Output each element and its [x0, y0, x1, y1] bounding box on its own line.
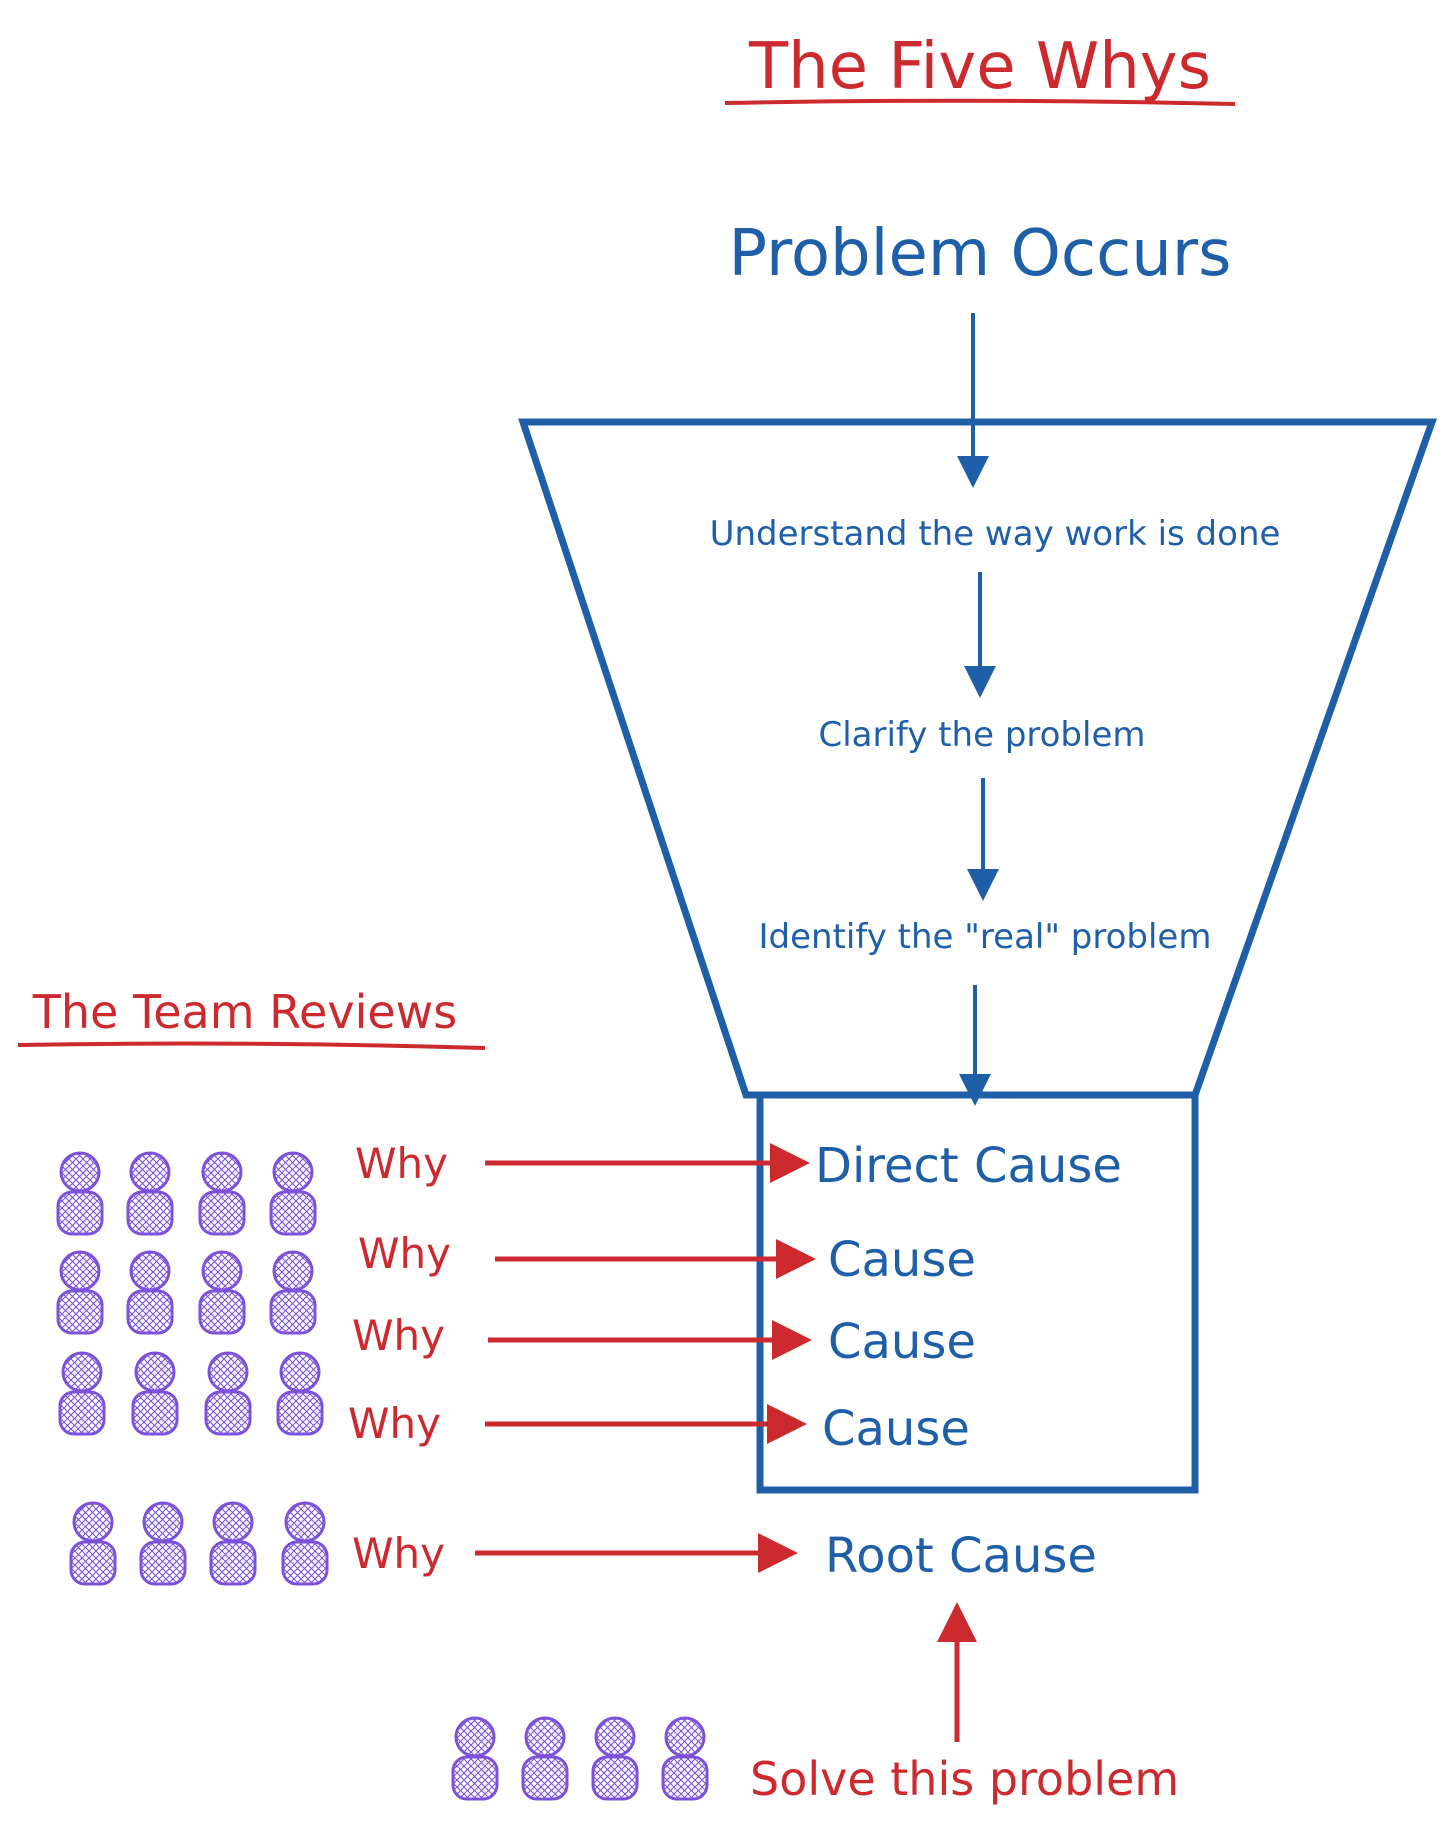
solve-label: Solve this problem [750, 1752, 1179, 1806]
person-icon [209, 1501, 257, 1586]
team-row-4 [69, 1501, 329, 1586]
person-icon [269, 1151, 317, 1236]
solver-group [451, 1716, 709, 1801]
person-icon [269, 1250, 317, 1335]
why-label-2: Why [358, 1229, 451, 1278]
team-label: The Team Reviews [32, 985, 457, 1039]
person-icon [198, 1250, 246, 1335]
person-icon [198, 1151, 246, 1236]
cause-direct: Direct Cause [815, 1138, 1122, 1194]
step-clarify: Clarify the problem [818, 715, 1145, 755]
team-row-1 [56, 1151, 317, 1236]
why-label-1: Why [355, 1139, 448, 1188]
person-icon [661, 1716, 709, 1801]
step-identify: Identify the "real" problem [759, 917, 1212, 957]
cause-3: Cause [828, 1314, 976, 1370]
person-icon [131, 1351, 179, 1436]
person-icon [58, 1351, 106, 1436]
person-icon [69, 1501, 117, 1586]
person-icon [591, 1716, 639, 1801]
person-icon [139, 1501, 187, 1586]
cause-2: Cause [828, 1232, 976, 1288]
person-icon [56, 1151, 104, 1236]
person-icon [281, 1501, 329, 1586]
person-icon [276, 1351, 324, 1436]
team-row-3 [58, 1351, 324, 1436]
why-label-4: Why [348, 1399, 441, 1448]
person-icon [451, 1716, 499, 1801]
title-underline [724, 98, 1236, 106]
root-cause: Root Cause [825, 1528, 1097, 1584]
problem-heading: Problem Occurs [729, 217, 1232, 291]
why-label-5: Why [352, 1529, 445, 1578]
person-icon [126, 1151, 174, 1236]
diagram-title: The Five Whys [748, 30, 1211, 104]
person-icon [56, 1250, 104, 1335]
step-understand: Understand the way work is done [710, 514, 1281, 554]
person-icon [204, 1351, 252, 1436]
team-row-2 [56, 1250, 317, 1335]
why-label-3: Why [352, 1311, 445, 1360]
person-icon [126, 1250, 174, 1335]
cause-4: Cause [822, 1401, 970, 1457]
person-icon [521, 1716, 569, 1801]
team-label-underline [17, 1041, 486, 1050]
